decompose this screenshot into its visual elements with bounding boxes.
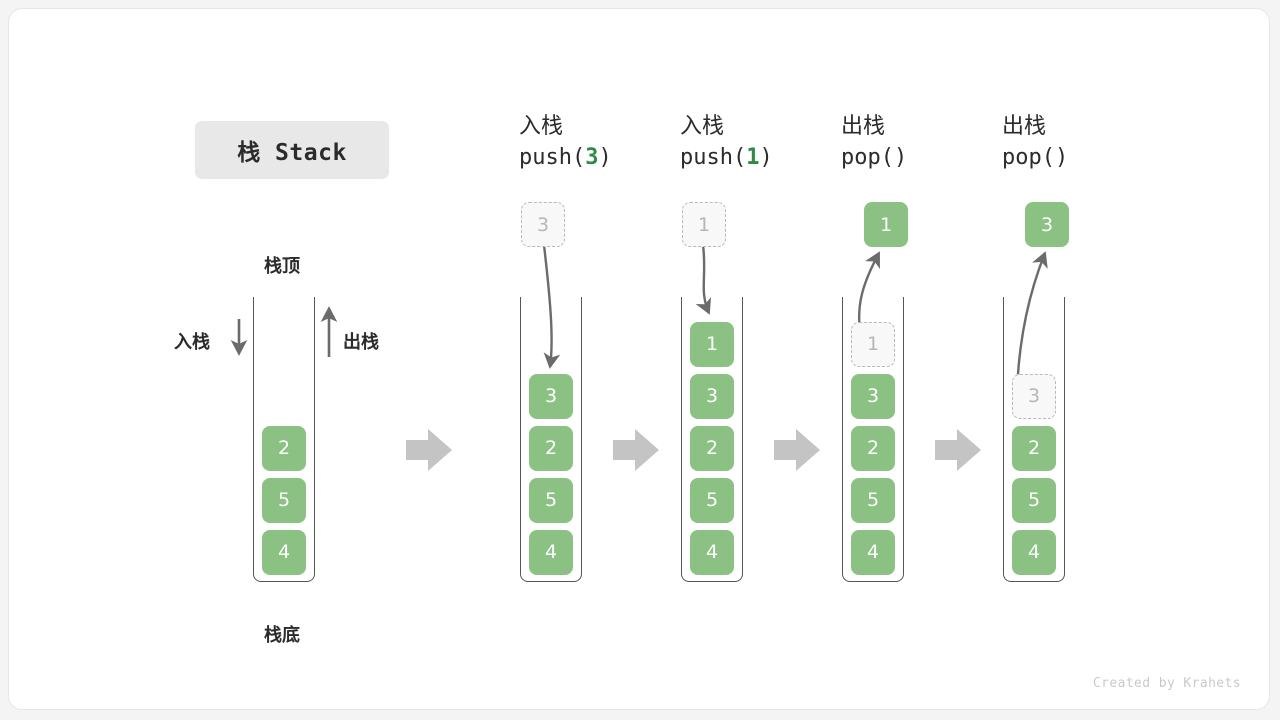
floating-cell-push-3: 3 xyxy=(521,202,565,247)
stack-cell: 2 xyxy=(690,425,734,471)
stack-cell: 2 xyxy=(1012,425,1056,471)
stack-cell: 5 xyxy=(1012,477,1056,523)
column-header-pop-1: 出栈 pop() xyxy=(841,112,907,174)
column-header-code: push(1) xyxy=(680,145,773,170)
stack-cell-ghost: 1 xyxy=(851,321,895,367)
title-chip: 栈 Stack xyxy=(195,121,389,179)
stack-cell: 4 xyxy=(851,529,895,575)
stack-column-pop-1: 1 3 2 5 4 xyxy=(842,297,904,582)
flow-arrow-1 xyxy=(406,429,452,471)
stack-cell: 5 xyxy=(262,477,306,523)
title-chip-label: 栈 Stack xyxy=(237,140,347,166)
arrows-overlay xyxy=(230,244,1048,471)
stack-cell: 4 xyxy=(529,529,573,575)
push-side-label: 入栈 xyxy=(174,332,210,353)
column-header-code: push(3) xyxy=(519,145,612,170)
flow-arrow-2 xyxy=(613,429,659,471)
stack-cell: 3 xyxy=(690,373,734,419)
column-header-push-1: 入栈 push(1) xyxy=(680,112,773,174)
column-header-zh: 出栈 xyxy=(841,114,886,139)
column-header-pop-2: 出栈 pop() xyxy=(1002,112,1068,174)
stack-cell: 5 xyxy=(690,477,734,523)
column-header-zh: 出栈 xyxy=(1002,114,1047,139)
stack-cell: 3 xyxy=(851,373,895,419)
flow-arrow-4 xyxy=(935,429,981,471)
stack-cell: 2 xyxy=(851,425,895,471)
stack-cell: 1 xyxy=(690,321,734,367)
stack-cell-ghost: 3 xyxy=(1012,373,1056,419)
diagram-card: 栈 Stack xyxy=(8,8,1270,710)
stack-bottom-label: 栈底 xyxy=(264,625,300,646)
stack-column-push-1: 1 3 2 5 4 xyxy=(681,297,743,582)
stack-cell: 2 xyxy=(262,425,306,471)
pop-side-label: 出栈 xyxy=(343,332,379,353)
stack-cell: 3 xyxy=(529,373,573,419)
stack-cell: 2 xyxy=(529,425,573,471)
stack-top-label: 栈顶 xyxy=(264,256,300,277)
stack-cell: 5 xyxy=(851,477,895,523)
stack-cell: 4 xyxy=(690,529,734,575)
floating-cell-pop-1: 1 xyxy=(864,202,908,247)
floating-cell-pop-2: 3 xyxy=(1025,202,1069,247)
flow-arrow-3 xyxy=(774,429,820,471)
stack-cell: 4 xyxy=(1012,529,1056,575)
stack-cell: 5 xyxy=(529,477,573,523)
credit-text: Created by Krahets xyxy=(1092,676,1241,691)
stack-column-push-3: 3 2 5 4 xyxy=(520,297,582,582)
stack-cell: 4 xyxy=(262,529,306,575)
stack-column-initial: 2 5 4 xyxy=(253,297,315,582)
stack-column-pop-2: 3 2 5 4 xyxy=(1003,297,1065,582)
column-header-zh: 入栈 xyxy=(680,114,725,139)
column-header-push-3: 入栈 push(3) xyxy=(519,112,612,174)
column-header-code: pop() xyxy=(841,145,908,170)
floating-cell-push-1: 1 xyxy=(682,202,726,247)
column-header-code: pop() xyxy=(1002,145,1069,170)
column-header-zh: 入栈 xyxy=(519,114,564,139)
